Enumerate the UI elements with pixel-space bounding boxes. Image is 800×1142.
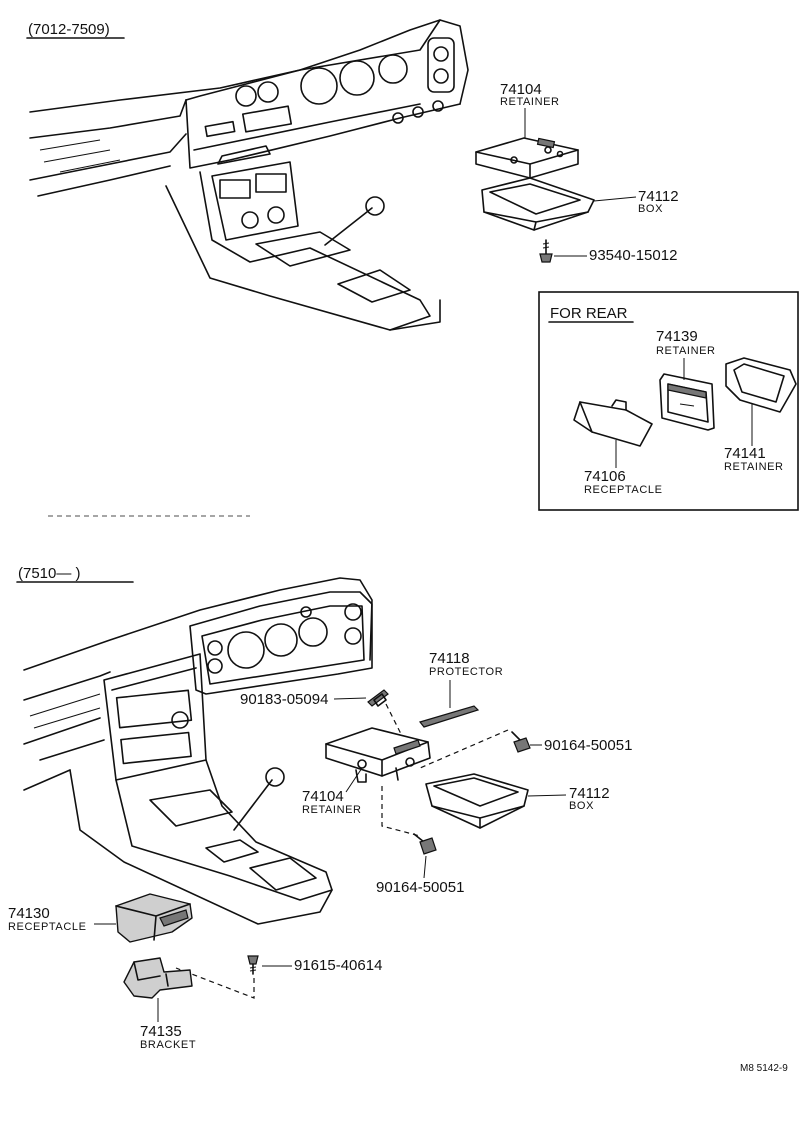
figure-code: M8 5142-9 [740,1063,788,1074]
bottom-section: (7510— ) [8,565,632,1051]
dashboard-illustration-top [29,19,469,331]
part-74139-number: 74139 [656,328,698,345]
part-74135-number: 74135 [140,1023,182,1040]
part-90183-05094-number: 90183-05094 [240,691,328,708]
part-74135-name: BRACKET [140,1039,196,1051]
bottom-range-label: (7510— ) [18,565,81,582]
part-74112-top-number: 74112 [638,188,679,205]
part-90164-50051-right-number: 90164-50051 [544,737,632,754]
part-74118-number: 74118 [429,650,470,667]
receptacle-74130 [115,893,193,943]
bolt-icon-right [511,731,531,753]
part-74141-number: 74141 [724,445,766,462]
part-74106-name: RECEPTACLE [584,484,663,496]
receptacle-74106 [573,399,653,447]
part-74104-top-number: 74104 [500,81,542,98]
top-range-label: (7012-7509) [28,21,110,38]
bolt-icon [539,239,553,263]
box-top [481,177,595,231]
protector-74118 [418,705,480,728]
part-74130-name: RECEPTACLE [8,921,87,933]
part-74130-number: 74130 [8,905,50,922]
part-74118-name: PROTECTOR [429,666,503,678]
box-bottom [425,773,529,829]
part-74139-name: RETAINER [656,345,716,357]
retainer-bottom [325,727,431,783]
part-74106-number: 74106 [584,468,626,485]
clip-icon [367,689,389,707]
bolt-icon-lower [413,833,437,855]
dashboard-illustration-bottom [23,577,373,925]
part-74104-bottom-name: RETAINER [302,804,362,816]
bracket-74135 [123,957,193,999]
rear-box-title: FOR REAR [550,305,628,322]
part-74112-bottom-name: BOX [569,800,594,812]
retainer-74139 [659,373,715,431]
bolt-icon-small [247,955,259,975]
part-74112-top-name: BOX [638,203,663,215]
part-93540-15012-number: 93540-15012 [589,247,677,264]
part-90164-50051-lower-number: 90164-50051 [376,879,464,896]
retainer-top [475,137,579,179]
part-74141-name: RETAINER [724,461,784,473]
for-rear-box: FOR REAR 74139 RETAINER 74141 RETAINER 7… [538,291,799,511]
top-section: (7012-7509) [26,19,679,331]
part-74104-bottom-number: 74104 [302,788,344,805]
part-74112-bottom-number: 74112 [569,785,610,802]
retainer-74141 [725,357,797,413]
part-74104-top-name: RETAINER [500,96,560,108]
part-91615-40614-number: 91615-40614 [294,957,382,974]
